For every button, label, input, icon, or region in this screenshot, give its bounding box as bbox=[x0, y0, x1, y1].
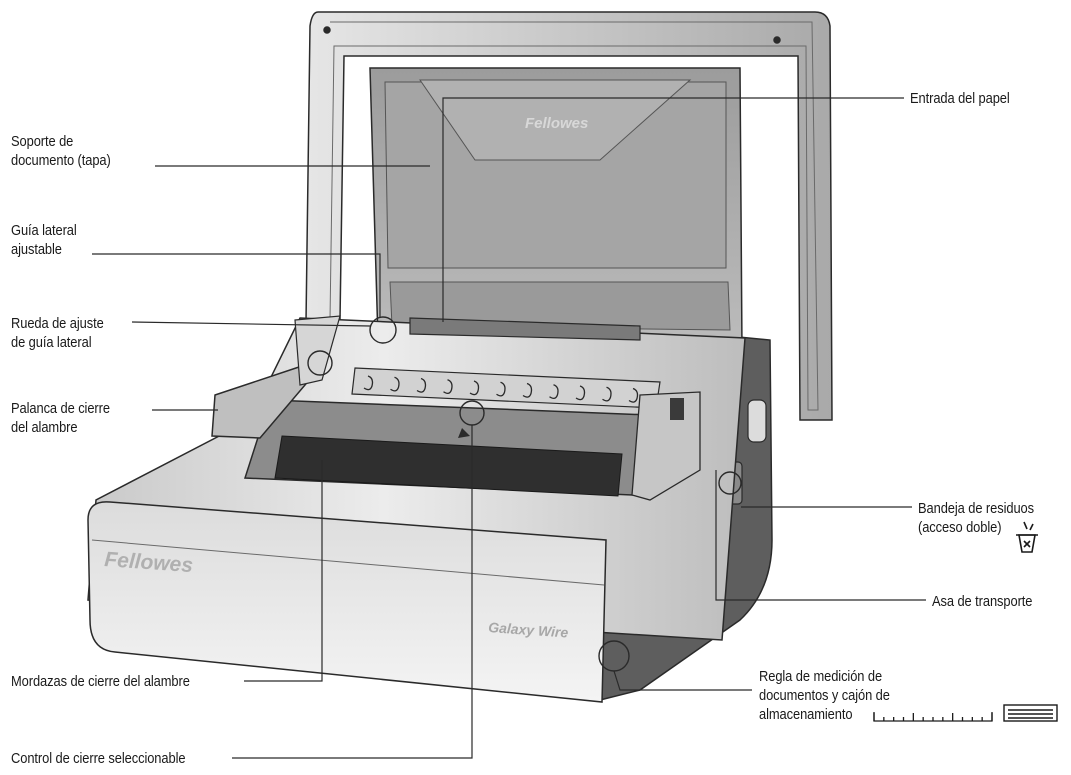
ruler-icon bbox=[873, 712, 993, 722]
handle-rivet-left bbox=[323, 26, 331, 34]
front-panel-seam bbox=[91, 539, 605, 586]
leader-lines bbox=[92, 97, 926, 759]
label-carry-handle: Asa de transporte bbox=[932, 593, 1033, 610]
machine-front-panel bbox=[87, 501, 607, 703]
comb-finger bbox=[443, 379, 453, 394]
label-selectable-close-control: Control de cierre seleccionable bbox=[11, 750, 186, 767]
leader-ruler bbox=[613, 670, 752, 691]
comb-finger bbox=[575, 385, 586, 401]
wire-close-jaws-slot bbox=[274, 435, 623, 497]
label-wire-close-jaws: Mordazas de cierre del alambre bbox=[11, 673, 190, 690]
storage-drawer-icon bbox=[1003, 704, 1058, 722]
guide-lock bbox=[670, 398, 684, 420]
callout-side-guide-wheel bbox=[369, 316, 397, 344]
label-waste-tray: Bandeja de residuos(acceso doble) bbox=[918, 500, 1034, 536]
comb-finger bbox=[469, 380, 480, 396]
wire-close-lever bbox=[211, 364, 318, 439]
comb-finger bbox=[363, 375, 374, 391]
leader-close-control bbox=[232, 425, 473, 759]
close-control-selector bbox=[458, 428, 470, 438]
comb-finger bbox=[416, 377, 427, 393]
comb-finger bbox=[390, 376, 400, 392]
callout-waste-tray bbox=[718, 471, 742, 495]
leader-wire-close-jaws bbox=[244, 460, 323, 682]
comb-finger bbox=[522, 382, 533, 398]
trash-icon bbox=[1016, 521, 1038, 553]
callout-lever-pivot bbox=[307, 350, 333, 376]
leader-side-guide bbox=[92, 253, 381, 318]
left-rail bbox=[294, 315, 341, 386]
comb-finger bbox=[549, 384, 559, 399]
leader-carry-handle bbox=[715, 470, 926, 601]
lid-logo: Fellowes bbox=[525, 115, 588, 132]
label-paper-entry: Entrada del papel bbox=[910, 90, 1010, 107]
handle-rivet-right bbox=[773, 36, 781, 44]
comb-finger bbox=[628, 387, 639, 403]
comb-finger bbox=[496, 381, 506, 397]
paper-entry-slot bbox=[409, 317, 641, 341]
side-knob bbox=[747, 399, 767, 443]
document-support-lid: Fellowes bbox=[369, 67, 743, 351]
comb-finger bbox=[602, 386, 612, 402]
leader-paper-entry bbox=[442, 97, 904, 322]
carry-handle-frame bbox=[305, 11, 833, 421]
leader-side-guide-wheel bbox=[131, 321, 371, 327]
model-name: Galaxy Wire bbox=[488, 619, 569, 641]
